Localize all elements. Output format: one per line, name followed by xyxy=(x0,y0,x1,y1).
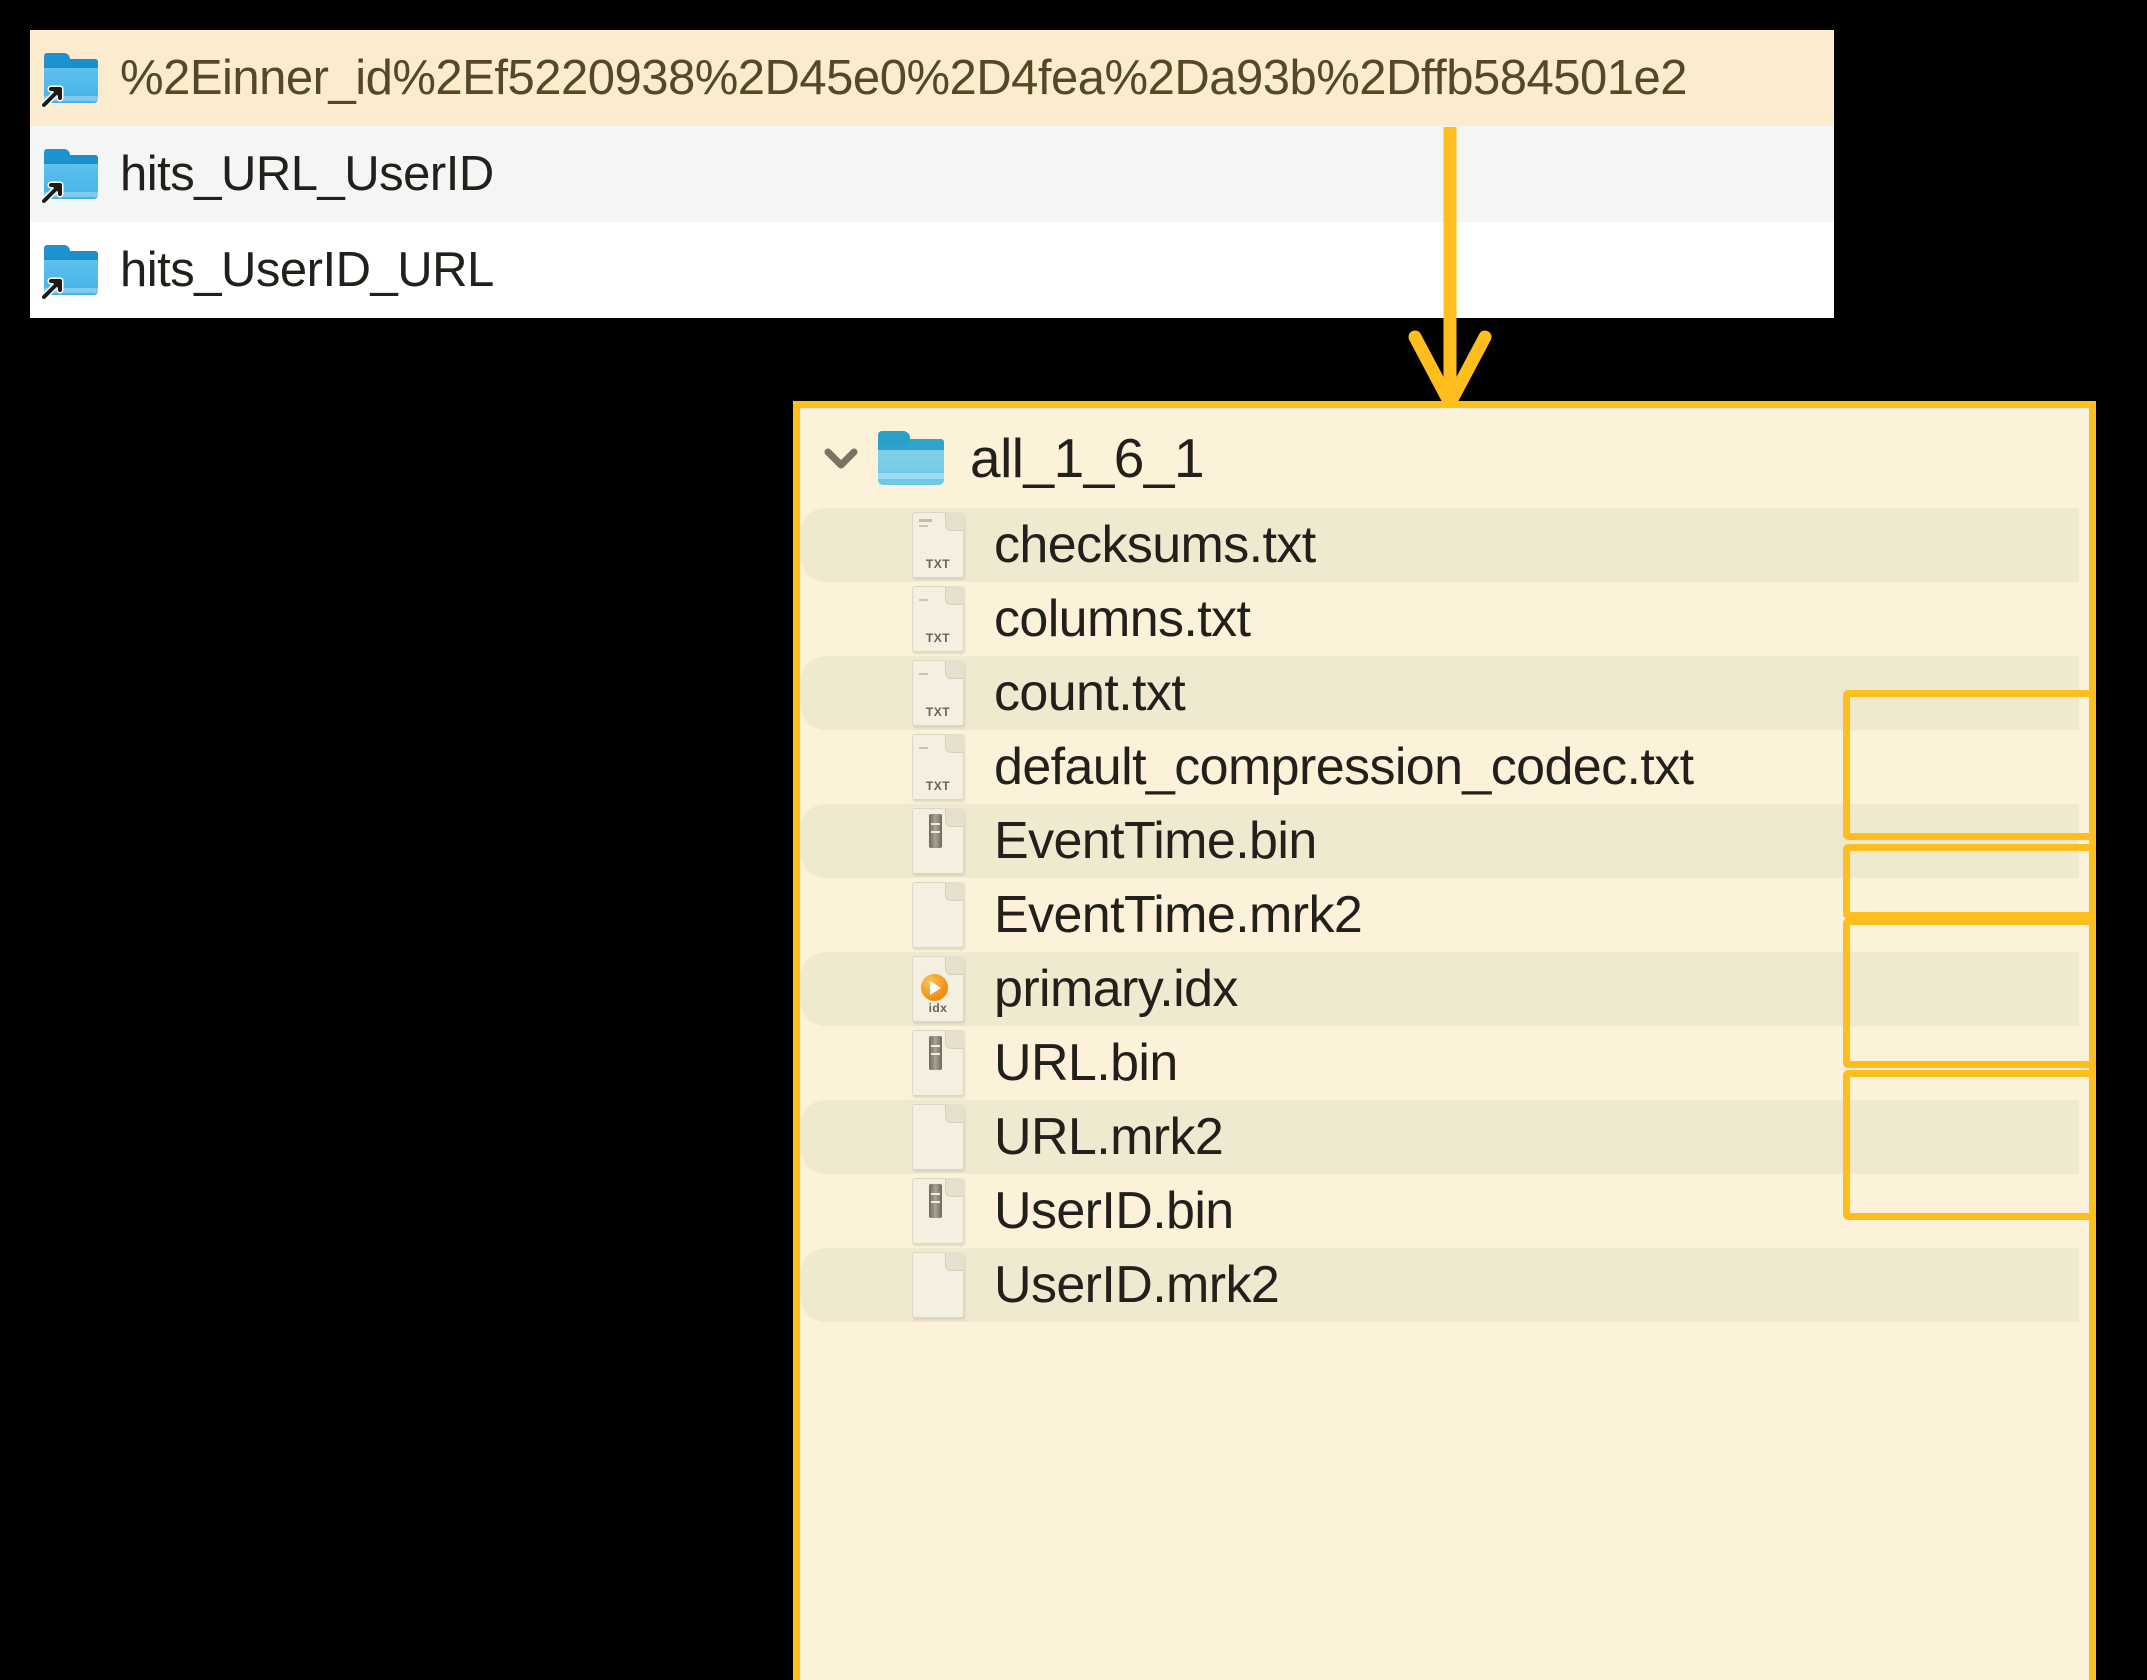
file-icon-ext-label: TXT xyxy=(925,557,951,571)
symlink-arrow-overlay xyxy=(40,181,64,205)
file-row[interactable]: UserID.bin xyxy=(800,1174,2079,1248)
list-item-label: hits_UserID_URL xyxy=(120,242,494,297)
list-item[interactable]: %2Einner_id%2Ef5220938%2D45e0%2D4fea%2Da… xyxy=(30,30,1834,126)
blank-file-icon xyxy=(912,882,964,948)
file-row[interactable]: TXT default_compression_codec.txt xyxy=(800,730,2079,804)
file-name-label: URL.mrk2 xyxy=(994,1108,1224,1166)
blank-file-icon xyxy=(912,1252,964,1318)
blank-file-icon xyxy=(912,1104,964,1170)
file-row[interactable]: TXT count.txt xyxy=(800,656,2079,730)
arrow-down-icon xyxy=(1408,127,1492,410)
folder-icon xyxy=(878,431,944,485)
list-item-label: %2Einner_id%2Ef5220938%2D45e0%2D4fea%2Da… xyxy=(120,50,1688,105)
file-icon-ext-label: TXT xyxy=(925,779,951,793)
file-row[interactable]: UserID.mrk2 xyxy=(800,1248,2079,1322)
file-row[interactable]: EventTime.mrk2 xyxy=(800,878,2079,952)
txt-file-icon: TXT xyxy=(912,512,964,578)
file-row[interactable]: EventTime.bin xyxy=(800,804,2079,878)
folder-symlink-icon xyxy=(40,143,102,205)
file-tree: all_1_6_1 TXT checksums.txt TXT columns.… xyxy=(800,408,2089,1322)
file-name-label: default_compression_codec.txt xyxy=(994,738,1694,796)
file-icon-ext-label: idx xyxy=(928,1001,948,1015)
file-row[interactable]: idx primary.idx xyxy=(800,952,2079,1026)
binary-file-icon xyxy=(912,1030,964,1096)
file-name-label: primary.idx xyxy=(994,960,1238,1018)
tree-root-row[interactable]: all_1_6_1 xyxy=(800,408,2089,508)
binary-file-icon xyxy=(912,1178,964,1244)
txt-file-icon: TXT xyxy=(912,586,964,652)
file-icon-ext-label: TXT xyxy=(925,705,951,719)
file-name-label: EventTime.mrk2 xyxy=(994,886,1363,944)
file-name-label: count.txt xyxy=(994,664,1186,722)
symlink-arrow-overlay xyxy=(40,85,64,109)
symlink-arrow-overlay xyxy=(40,277,64,301)
file-row[interactable]: TXT checksums.txt xyxy=(800,508,2079,582)
txt-file-icon: TXT xyxy=(912,734,964,800)
file-name-label: checksums.txt xyxy=(994,516,1316,574)
file-name-label: UserID.mrk2 xyxy=(994,1256,1280,1314)
symlink-folder-list-panel: %2Einner_id%2Ef5220938%2D45e0%2D4fea%2Da… xyxy=(30,30,1834,318)
folder-symlink-icon xyxy=(40,47,102,109)
binary-file-icon xyxy=(912,808,964,874)
file-name-label: EventTime.bin xyxy=(994,812,1317,870)
chevron-down-icon[interactable] xyxy=(818,435,864,481)
list-item-label: hits_URL_UserID xyxy=(120,146,494,201)
file-row[interactable]: URL.mrk2 xyxy=(800,1100,2079,1174)
index-file-icon: idx xyxy=(912,956,964,1022)
txt-file-icon: TXT xyxy=(912,660,964,726)
file-name-label: UserID.bin xyxy=(994,1182,1234,1240)
list-item[interactable]: hits_UserID_URL xyxy=(30,222,1834,318)
tree-root-label: all_1_6_1 xyxy=(970,426,1205,489)
folder-symlink-icon xyxy=(40,239,102,301)
file-row[interactable]: URL.bin xyxy=(800,1026,2079,1100)
file-name-label: columns.txt xyxy=(994,590,1251,648)
list-item[interactable]: hits_URL_UserID xyxy=(30,126,1834,222)
file-icon-ext-label: TXT xyxy=(925,631,951,645)
part-directory-panel: all_1_6_1 TXT checksums.txt TXT columns.… xyxy=(793,401,2096,1680)
file-name-label: URL.bin xyxy=(994,1034,1178,1092)
file-row[interactable]: TXT columns.txt xyxy=(800,582,2079,656)
